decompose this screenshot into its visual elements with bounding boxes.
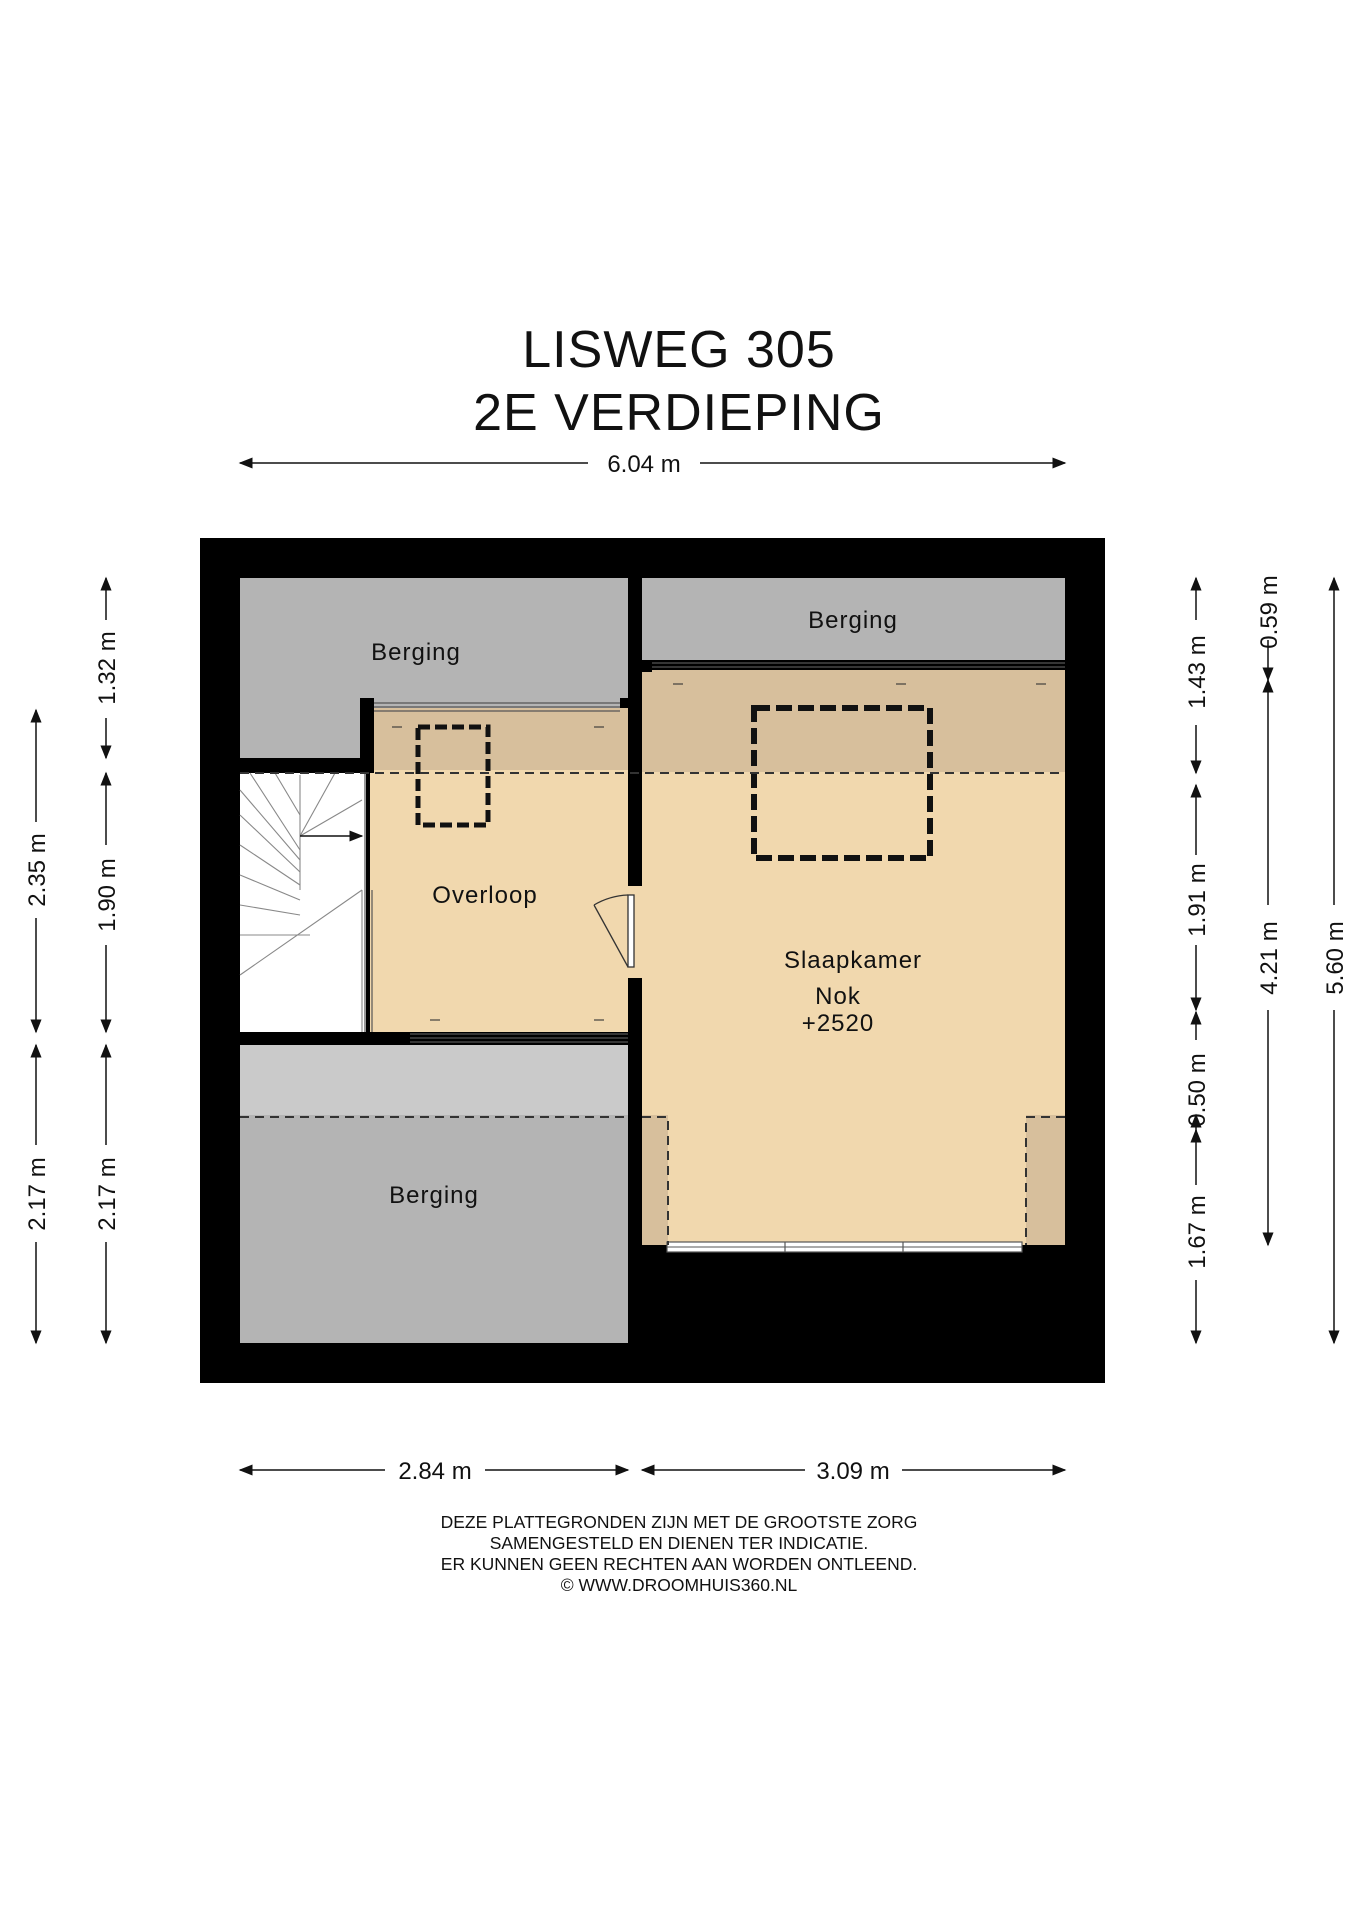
dim-left-inner-3: 2.17 m xyxy=(94,1157,121,1230)
page-title-address: LISWEG 305 xyxy=(522,321,836,379)
roof-slope-lines xyxy=(240,772,1065,1245)
wall-bedroom-top-stub xyxy=(642,660,652,672)
staircase xyxy=(239,772,363,1032)
disclaimer-line-1: DEZE PLATTEGRONDEN ZIJN MET DE GROOTSTE … xyxy=(440,1512,918,1532)
skylight-overloop xyxy=(415,724,491,828)
slope-arrows xyxy=(392,683,1046,1021)
storage-top-right xyxy=(642,578,1065,660)
door xyxy=(593,894,635,968)
room-label-landing: Overloop xyxy=(432,882,537,909)
ridge-height: +2520 xyxy=(802,1010,874,1037)
disclaimer-line-4: © WWW.DROOMHUIS360.NL xyxy=(560,1575,798,1595)
disclaimer-line-3: ER KUNNEN GEEN RECHTEN AAN WORDEN ONTLEE… xyxy=(440,1554,918,1574)
dim-left-outer-1: 2.35 m xyxy=(24,833,51,906)
dim-bottom-left: 2.84 m xyxy=(398,1458,471,1485)
ridge-label: Nok xyxy=(815,983,861,1010)
disclaimer-line-2: SAMENGESTELD EN DIENEN TER INDICATIE. xyxy=(489,1533,869,1553)
dim-right-inner-2: 1.91 m xyxy=(1184,863,1211,936)
room-label-storage-top-right: Berging xyxy=(808,607,898,634)
page-title-floor: 2E VERDIEPING xyxy=(473,384,885,442)
dim-left-outer-2: 2.17 m xyxy=(24,1157,51,1230)
dim-left-inner-1: 1.32 m xyxy=(94,631,121,704)
dim-left-inner-2: 1.90 m xyxy=(94,858,121,931)
bedroom-low-ceiling-left xyxy=(642,1115,668,1245)
dim-bottom-right: 3.09 m xyxy=(816,1458,889,1485)
dim-right-middle-1: 0.59 m xyxy=(1256,575,1283,648)
window-bedroom xyxy=(666,1241,1023,1253)
wall-stair-top xyxy=(360,698,374,773)
wall-stair-top-h xyxy=(240,760,372,773)
disclaimer: DEZE PLATTEGRONDEN ZIJN MET DE GROOTSTE … xyxy=(0,1512,1358,1596)
wall-stub xyxy=(620,698,630,708)
room-label-storage-top-left: Berging xyxy=(371,639,461,666)
bedroom-low-ceiling-top xyxy=(642,670,1065,772)
storage-bottom-light xyxy=(240,1045,628,1117)
wall-overloop-bottom xyxy=(240,1032,410,1045)
dim-right-middle-2: 4.21 m xyxy=(1256,921,1283,994)
dim-right-inner-1: 1.43 m xyxy=(1184,635,1211,708)
dim-right-outer: 5.60 m xyxy=(1322,921,1349,994)
dim-right-inner-4: 1.67 m xyxy=(1184,1195,1211,1268)
storage-bottom xyxy=(240,1115,628,1343)
dim-top: 6.04 m xyxy=(607,451,680,478)
overloop-low-ceiling xyxy=(370,708,628,770)
railings xyxy=(364,662,1065,1043)
skylight-bedroom xyxy=(751,705,933,861)
bedroom-low-ceiling-right xyxy=(1026,1115,1065,1245)
dim-right-inner-3: 0.50 m xyxy=(1184,1053,1211,1126)
room-label-storage-bottom: Berging xyxy=(389,1182,479,1209)
room-label-bedroom: Slaapkamer xyxy=(784,947,922,974)
